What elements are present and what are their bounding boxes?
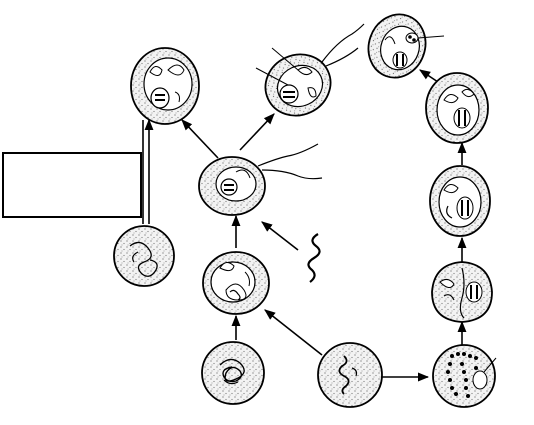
- cell-bottom-middle: [317, 342, 383, 408]
- arrow-bottommid-to-mid: [264, 309, 323, 356]
- cell-right-1: [431, 261, 493, 323]
- arrow-worm-to-center: [261, 221, 299, 251]
- cell-left-coil: [113, 225, 175, 287]
- cell-bottom-left: [201, 341, 265, 405]
- cell-top-left: [130, 47, 200, 125]
- cell-top-right: [367, 13, 445, 79]
- cell-right-3: [425, 72, 489, 144]
- cell-middle: [202, 251, 270, 315]
- arrow-r3-to-topright: [419, 69, 439, 83]
- cell-right-2: [429, 165, 491, 237]
- arrow-center-to-topleft: [181, 119, 219, 159]
- cell-center: [198, 143, 323, 216]
- cell-top-middle: [255, 23, 365, 117]
- free-strand-worm: [307, 233, 321, 283]
- answer-box[interactable]: [2, 152, 142, 218]
- arrow-center-to-topmid: [239, 113, 275, 151]
- cell-bottom-right: [432, 344, 497, 408]
